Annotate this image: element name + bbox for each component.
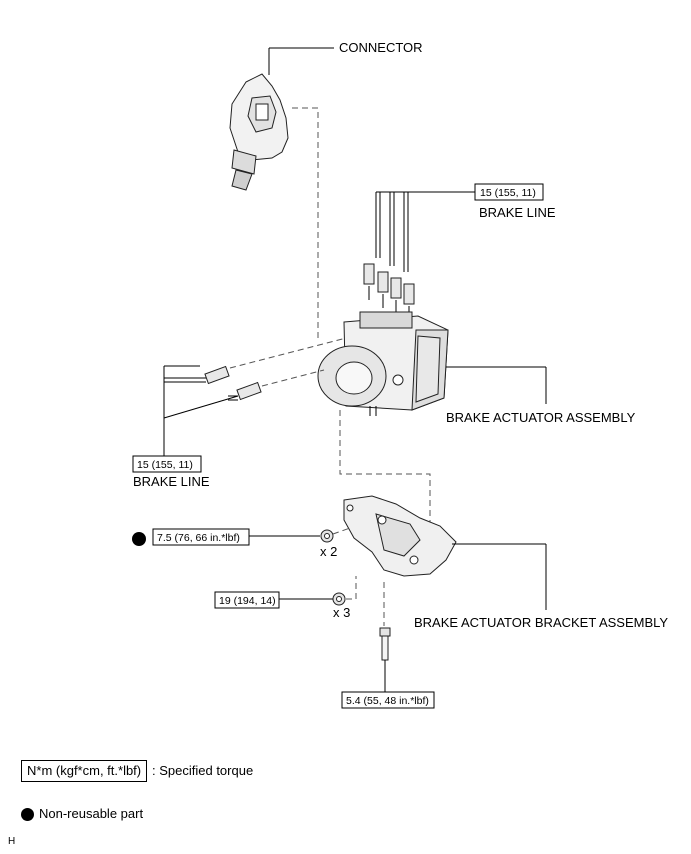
legend-nonreusable-text: Non-reusable part: [39, 806, 144, 821]
brake-lines-top: [363, 191, 475, 320]
bolt-bottom: [379, 582, 391, 692]
legend-nonreusable-icon: [21, 808, 34, 821]
connector-part: [229, 47, 334, 191]
torque-value-brake-line-left: 15 (155, 11): [137, 459, 193, 471]
torque-value-brake-line-top: 15 (155, 11): [480, 187, 536, 199]
torque-value-bolt-bottom: 5.4 (55, 48 in.*lbf): [346, 695, 429, 707]
torque-box-brake-line-top: 15 (155, 11): [474, 183, 544, 201]
torque-value-nut-bracket: 7.5 (76, 66 in.*lbf): [157, 532, 240, 544]
nut-lower-quantity: x 3: [333, 605, 350, 620]
nut-bracket-quantity: x 2: [320, 544, 337, 559]
brake-lines-left: [163, 337, 347, 456]
torque-value-nut-lower: 19 (194, 14): [219, 595, 276, 607]
corner-mark: H: [8, 836, 16, 847]
torque-box-brake-line-left: 15 (155, 11): [132, 455, 202, 473]
torque-box-nut-bracket: 7.5 (76, 66 in.*lbf): [152, 528, 250, 546]
bracket-assembly-label: BRAKE ACTUATOR BRACKET ASSEMBLY: [414, 615, 668, 630]
nonreusable-icon: [132, 532, 146, 546]
bracket-assembly-part: [343, 495, 547, 610]
connector-label: CONNECTOR: [339, 40, 423, 55]
actuator-assembly-part: [317, 311, 547, 416]
nut-lower: [279, 576, 357, 606]
brake-line-top-label: BRAKE LINE: [479, 205, 556, 220]
nut-bracket: [249, 527, 351, 543]
legend-torque-box: N*m (kgf*cm, ft.*lbf): [21, 760, 148, 782]
actuator-assembly-label: BRAKE ACTUATOR ASSEMBLY: [446, 410, 636, 425]
torque-box-bolt-bottom: 5.4 (55, 48 in.*lbf): [341, 691, 435, 709]
brake-line-left-label: BRAKE LINE: [133, 474, 210, 489]
torque-box-nut-lower: 19 (194, 14): [214, 591, 280, 609]
legend-torque-text: : Specified torque: [152, 763, 254, 778]
